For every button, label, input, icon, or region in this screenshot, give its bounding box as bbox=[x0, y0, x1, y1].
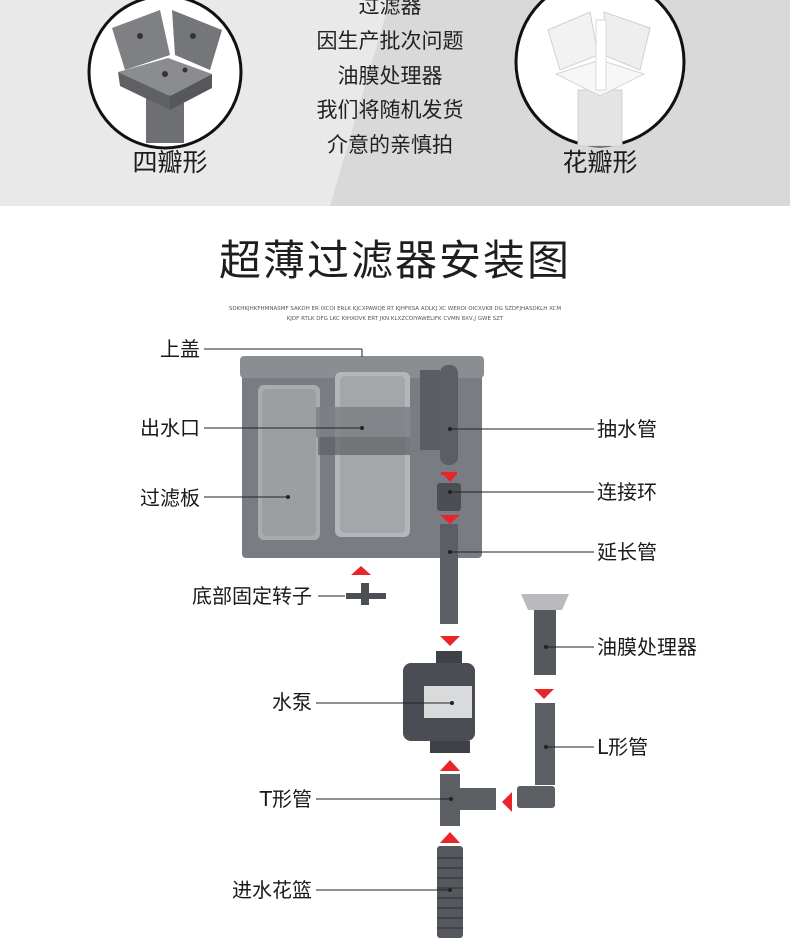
notice-line-1: 过滤器 bbox=[358, 0, 422, 18]
bottom-rotor-shape bbox=[346, 583, 386, 605]
pump-shape bbox=[403, 651, 475, 753]
variant-right-label: 花瓣形 bbox=[562, 148, 638, 177]
page-title: 超薄过滤器安装图 bbox=[218, 236, 571, 285]
top-band: 过滤器 因生产批次问题 油膜处理器 我们将随机发货 介意的亲慎拍 四瓣形 花瓣形 bbox=[0, 0, 790, 206]
notice-line-4: 我们将随机发货 bbox=[316, 98, 464, 122]
label-l-pipe: L形管 bbox=[597, 735, 649, 759]
suction-pipe-shape bbox=[440, 365, 458, 465]
label-connector-ring: 连接环 bbox=[597, 480, 657, 504]
notice-line-2: 因生产批次问题 bbox=[316, 29, 464, 53]
l-pipe-shape bbox=[517, 703, 555, 808]
flow-arrows bbox=[351, 472, 554, 843]
four-petal-image bbox=[87, 0, 243, 150]
label-pump: 水泵 bbox=[272, 690, 312, 714]
top-band-background bbox=[0, 0, 790, 206]
filler-text-line-2: KJDF RTLK DFG LKC KIHXOVK ERT JKN KLXZCO… bbox=[286, 316, 504, 322]
label-outlet: 出水口 bbox=[140, 416, 200, 440]
installation-diagram bbox=[204, 348, 594, 938]
notice-line-3: 油膜处理器 bbox=[337, 64, 443, 88]
extension-pipe-shape bbox=[440, 524, 458, 624]
filter-tank bbox=[240, 356, 484, 558]
label-filter-plate: 过滤板 bbox=[140, 486, 200, 510]
label-t-pipe: T形管 bbox=[259, 787, 312, 811]
label-extension-pipe: 延长管 bbox=[597, 540, 657, 564]
connector-ring-shape bbox=[437, 483, 461, 511]
label-skimmer: 油膜处理器 bbox=[597, 635, 697, 659]
filler-text-line-1: SDKHKJHKFHMNASMF SAKDH ER IXCOI ERLK KJC… bbox=[228, 306, 562, 312]
outlet-spout bbox=[316, 407, 412, 437]
t-pipe-shape bbox=[440, 774, 496, 826]
label-lid: 上盖 bbox=[160, 337, 200, 361]
leader-lines bbox=[204, 348, 594, 891]
label-intake-basket: 进水花篮 bbox=[232, 878, 312, 902]
skimmer-shape bbox=[521, 594, 569, 675]
notice-line-5: 介意的亲慎拍 bbox=[327, 133, 453, 157]
variant-left-label: 四瓣形 bbox=[132, 148, 208, 177]
label-suction-pipe: 抽水管 bbox=[597, 417, 657, 441]
flower-petal-image bbox=[514, 0, 686, 148]
label-bottom-rotor: 底部固定转子 bbox=[192, 584, 312, 608]
